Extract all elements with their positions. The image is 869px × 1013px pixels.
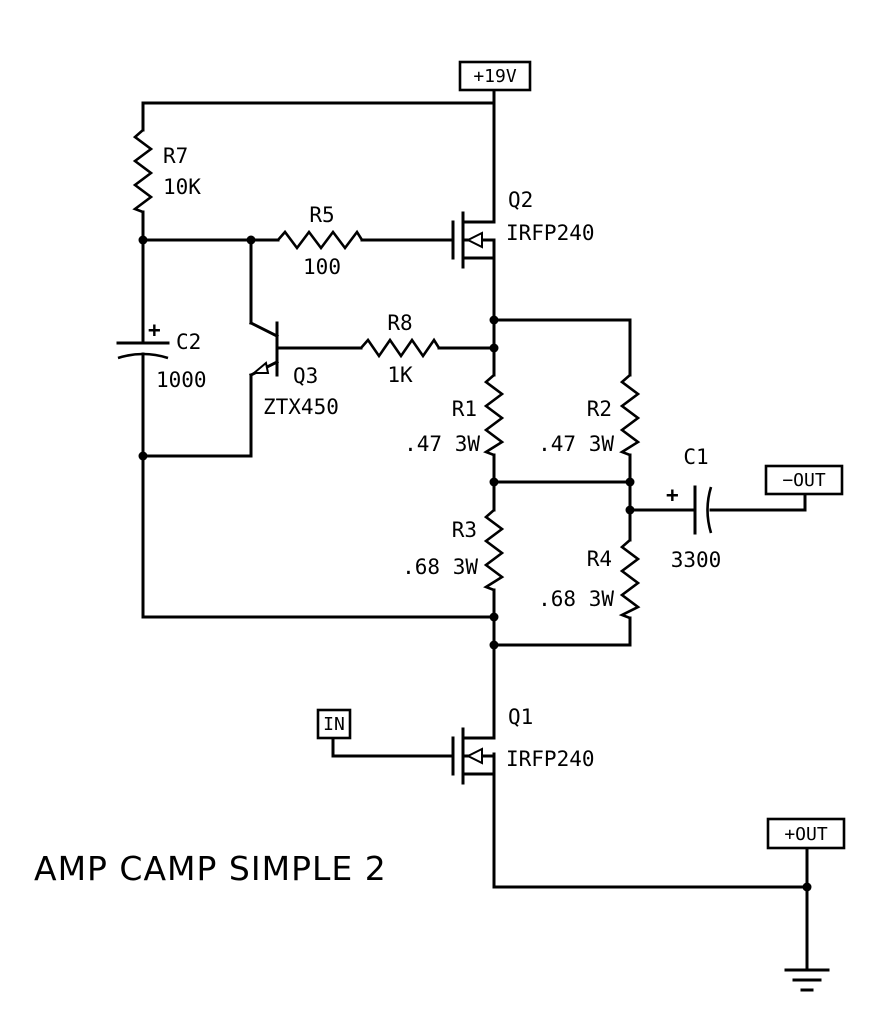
junction-dot bbox=[489, 612, 499, 622]
junction-dot bbox=[138, 451, 148, 461]
port-pos-out: +OUT bbox=[766, 817, 846, 850]
c1-value: 3300 bbox=[671, 548, 722, 572]
c2-ref: C2 bbox=[176, 330, 201, 354]
q2-ref: Q2 bbox=[508, 188, 533, 212]
resistor-r2-symbol bbox=[619, 374, 641, 457]
r8-value: 1K bbox=[387, 363, 413, 387]
c2-value: 1000 bbox=[156, 368, 207, 392]
r2-ref: R2 bbox=[587, 397, 612, 421]
port-input-label: IN bbox=[323, 714, 345, 735]
resistor-r8-symbol bbox=[360, 337, 441, 359]
r1-ref: R1 bbox=[452, 397, 477, 421]
r5-ref: R5 bbox=[309, 203, 334, 227]
port-supply-label: +19V bbox=[473, 66, 517, 87]
junction-dot bbox=[489, 343, 499, 353]
capacitor-c1-symbol bbox=[693, 485, 713, 535]
r3-value: .68 3W bbox=[402, 555, 478, 579]
port-neg-out-label: −OUT bbox=[782, 470, 826, 491]
junction-dot bbox=[489, 477, 499, 487]
port-neg-out: −OUT bbox=[764, 464, 844, 496]
r4-value: .68 3W bbox=[538, 587, 614, 611]
r2-value: .47 3W bbox=[538, 432, 614, 456]
junction-dot bbox=[138, 235, 148, 245]
c2-polarity-mark: + bbox=[148, 318, 161, 342]
r5-value: 100 bbox=[303, 255, 341, 279]
junction-dot bbox=[489, 315, 499, 325]
capacitor-c2-symbol bbox=[116, 328, 170, 360]
port-supply: +19V bbox=[458, 60, 532, 92]
port-pos-out-label: +OUT bbox=[784, 824, 828, 845]
q2-value: IRFP240 bbox=[506, 221, 595, 245]
c1-ref: C1 bbox=[683, 445, 708, 469]
mosfet-q2-symbol bbox=[451, 211, 496, 269]
junction-dot bbox=[802, 882, 812, 892]
mosfet-q1-symbol bbox=[451, 718, 496, 785]
q3-ref: Q3 bbox=[293, 364, 318, 388]
resistor-r7-symbol bbox=[132, 129, 154, 214]
r3-ref: R3 bbox=[452, 518, 477, 542]
diagram-title: AMP CAMP SIMPLE 2 bbox=[34, 849, 387, 888]
junction-dot bbox=[246, 235, 256, 245]
bjt-q3-symbol bbox=[248, 320, 280, 378]
resistor-r1-symbol bbox=[483, 374, 505, 457]
resistor-r4-symbol bbox=[618, 539, 641, 620]
resistor-r3-symbol bbox=[483, 509, 505, 592]
port-input: IN bbox=[316, 708, 352, 740]
q3-value: ZTX450 bbox=[263, 395, 339, 419]
q1-ref: Q1 bbox=[508, 705, 533, 729]
resistor-r5-symbol bbox=[277, 229, 364, 251]
junctions bbox=[138, 235, 812, 892]
ground-icon bbox=[784, 968, 830, 992]
c1-polarity-mark: + bbox=[666, 483, 679, 507]
junction-dot bbox=[625, 477, 635, 487]
junction-dot bbox=[489, 640, 499, 650]
junction-dot bbox=[625, 505, 635, 515]
r7-ref: R7 bbox=[163, 144, 188, 168]
r4-ref: R4 bbox=[587, 547, 612, 571]
q1-value: IRFP240 bbox=[506, 747, 595, 771]
r7-value: 10K bbox=[163, 175, 201, 199]
r8-ref: R8 bbox=[387, 311, 412, 335]
r1-value: .47 3W bbox=[404, 432, 480, 456]
